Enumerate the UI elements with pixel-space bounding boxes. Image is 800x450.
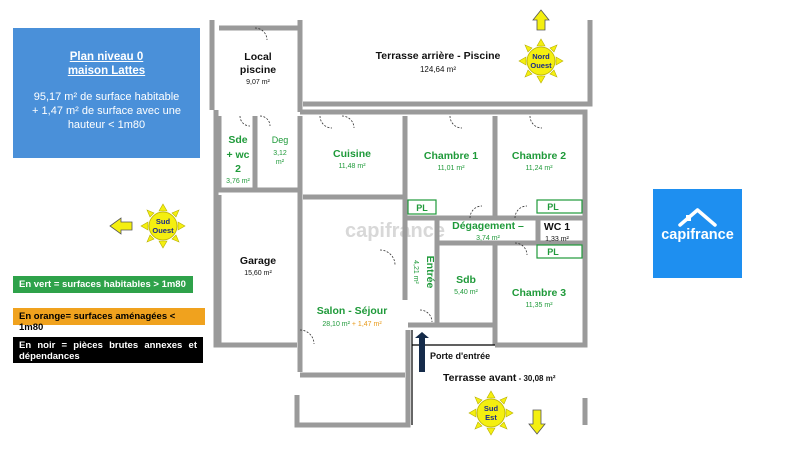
degagement-name: Dégagement – xyxy=(452,220,524,232)
compass-sw-line2: Ouest xyxy=(152,226,174,235)
capifrance-logo: capifrance xyxy=(653,189,742,278)
sde-wc-name1: Sde xyxy=(228,134,247,146)
sde-wc-name3: 2 xyxy=(235,163,241,175)
compass-south-west: Sud Ouest xyxy=(109,203,186,249)
door-swings xyxy=(239,27,543,345)
deg-name: Deg xyxy=(272,135,289,145)
legend-orange: En orange= surfaces aménagées < 1m80 xyxy=(13,308,205,333)
room-cuisine: Cuisine 11,48 m² xyxy=(333,148,371,170)
pl-label-1: PL xyxy=(416,203,428,213)
room-salon: Salon - Séjour 28,10 m² + 1,47 m² xyxy=(317,305,388,328)
chambre1-area: 11,01 m² xyxy=(437,165,465,172)
cuisine-name: Cuisine xyxy=(333,148,371,160)
room-chambre1: Chambre 1 11,01 m² xyxy=(424,150,478,172)
entrance-arrow-icon xyxy=(415,332,429,372)
deg-area2: m² xyxy=(276,159,285,166)
plan-info-box: Plan niveau 0 maison Lattes 95,17 m² de … xyxy=(13,28,200,158)
pl-box-3: PL xyxy=(536,244,583,259)
room-local-piscine: Local piscine 9,07 m² xyxy=(240,51,276,86)
room-chambre3: Chambre 3 11,35 m² xyxy=(512,287,566,309)
legend-black: En noir = pièces brutes annexes et dépen… xyxy=(13,337,203,363)
sde-wc-area: 3,76 m² xyxy=(226,178,250,185)
pl-box-2: PL xyxy=(536,199,583,214)
plan-title-line1: Plan niveau 0 xyxy=(69,51,144,63)
room-sde-wc: Sde + wc 2 3,76 m² xyxy=(226,134,250,185)
sun-icon xyxy=(140,203,186,249)
garage-area: 15,60 m² xyxy=(244,270,272,277)
terrasse-arriere-name: Terrasse arrière - Piscine xyxy=(376,50,501,62)
garage-name: Garage xyxy=(240,255,276,267)
desc-line3: hauteur < 1m80 xyxy=(67,119,146,131)
logo-text: capifrance xyxy=(661,227,734,243)
room-entree: Entrée 4,21 m² xyxy=(412,256,436,289)
salon-area-green: 28,10 m² xyxy=(322,321,350,328)
arrow-up-icon xyxy=(532,9,550,31)
chambre3-area: 11,35 m² xyxy=(525,302,553,309)
pl-label-2: PL xyxy=(547,202,559,212)
degagement-area: 3,74 m² xyxy=(476,235,500,242)
terrasse-avant-name: Terrasse avant xyxy=(443,372,517,384)
wc1-name: WC 1 xyxy=(544,221,570,233)
arrow-down-icon xyxy=(528,409,546,435)
terrasse-avant-label: Terrasse avant - 30,08 m² xyxy=(443,372,556,384)
salon-name: Salon - Séjour xyxy=(317,305,388,317)
local-piscine-name1: Local xyxy=(244,51,272,63)
compass-se-line1: Sud xyxy=(484,404,499,413)
room-sdb: Sdb 5,40 m² xyxy=(454,274,478,296)
local-piscine-area: 9,07 m² xyxy=(246,79,270,86)
surface-description: 95,17 m² de surface habitable + 1,47 m² … xyxy=(13,90,200,132)
compass-north-west: Nord Ouest xyxy=(518,9,564,84)
room-deg: Deg 3,12 m² xyxy=(272,135,289,166)
room-garage: Garage 15,60 m² xyxy=(240,255,276,277)
plan-title-line2: maison Lattes xyxy=(67,65,146,77)
sde-wc-name2: + wc xyxy=(226,149,249,161)
room-terrasse-arriere: Terrasse arrière - Piscine 124,64 m² xyxy=(376,50,501,74)
watermark-text: capifrance xyxy=(345,220,445,242)
salon-area: 28,10 m² + 1,47 m² xyxy=(322,321,382,328)
sun-icon xyxy=(468,390,514,436)
room-wc1: WC 1 1,33 m² xyxy=(544,221,570,243)
sdb-area: 5,40 m² xyxy=(454,289,478,296)
sdb-name: Sdb xyxy=(456,274,476,286)
logo-house-icon xyxy=(678,208,717,227)
compass-se-line2: Est xyxy=(485,413,497,422)
pl-box-1: PL xyxy=(407,199,437,215)
chambre1-name: Chambre 1 xyxy=(424,150,478,162)
porte-entree-label: Porte d'entrée xyxy=(430,351,490,361)
legend-green: En vert = surfaces habitables > 1m80 xyxy=(13,276,193,293)
compass-sw-line1: Sud xyxy=(156,217,171,226)
walls xyxy=(209,20,593,428)
chambre2-name: Chambre 2 xyxy=(512,150,566,162)
compass-south-east: Sud Est xyxy=(468,390,546,436)
terrasse-arriere-area: 124,64 m² xyxy=(420,65,456,74)
chambre3-name: Chambre 3 xyxy=(512,287,566,299)
entree-name: Entrée xyxy=(424,256,436,289)
compass-nw-line1: Nord xyxy=(532,52,550,61)
desc-line1: 95,17 m² de surface habitable xyxy=(33,91,180,103)
desc-line2: + 1,47 m² de surface avec une xyxy=(32,105,181,117)
sun-icon xyxy=(518,38,564,84)
entree-area: 4,21 m² xyxy=(412,260,419,284)
terrasse-avant-area: - 30,08 m² xyxy=(516,374,555,383)
inner-lines xyxy=(411,330,495,425)
salon-area-orange: + 1,47 m² xyxy=(350,321,382,328)
cuisine-area: 11,48 m² xyxy=(338,163,366,170)
chambre2-area: 11,24 m² xyxy=(525,165,553,172)
arrow-left-icon xyxy=(109,217,133,235)
deg-area1: 3,12 xyxy=(273,150,287,157)
room-degagement: Dégagement – 3,74 m² xyxy=(452,220,524,242)
compass-nw-line2: Ouest xyxy=(530,61,552,70)
local-piscine-name2: piscine xyxy=(240,64,276,76)
wc1-area: 1,33 m² xyxy=(545,236,569,243)
room-chambre2: Chambre 2 11,24 m² xyxy=(512,150,566,172)
room-terrasse-avant: Terrasse avant - 30,08 m² xyxy=(443,372,556,384)
pl-label-3: PL xyxy=(547,247,559,257)
